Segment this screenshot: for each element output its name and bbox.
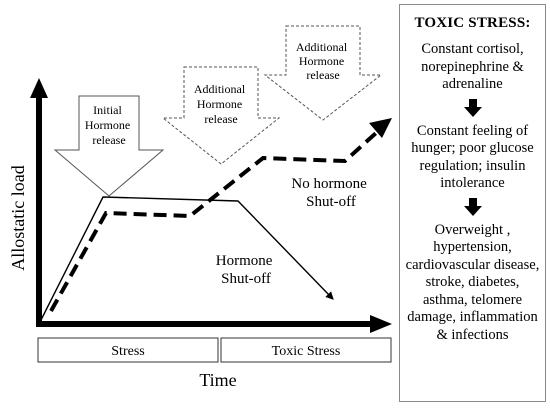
allostatic-load-diagram: Allostatic load Initial Hormone release …	[8, 25, 392, 390]
panel-item-outcomes: Overweight , hypertension, cardiovascula…	[405, 221, 540, 343]
no-shutoff-dashed-line	[49, 131, 378, 312]
x-axis-arrowhead	[370, 315, 392, 333]
phase-stress-box	[37, 337, 219, 363]
initial-release-label: Initial Hormone release	[85, 103, 133, 147]
no-shutoff-arrowhead	[369, 118, 392, 138]
x-axis-label: Time	[199, 370, 236, 390]
initial-release-arrow: Initial Hormone release	[53, 95, 165, 197]
additional-release-arrow-2: Additional Hormone release	[263, 25, 383, 121]
phase-toxic-stress-box	[220, 337, 392, 363]
toxic-stress-panel: TOXIC STRESS: Constant cortisol, norepin…	[399, 4, 546, 402]
phase-toxic-stress-label: Toxic Stress	[272, 344, 341, 359]
additional-release-arrow-1: Additional Hormone release	[161, 66, 281, 165]
down-arrow-icon	[463, 197, 482, 216]
panel-item-hunger: Constant feeling of hunger; poor glucose…	[411, 122, 534, 192]
phase-stress-label: Stress	[111, 344, 144, 359]
y-axis-label: Allostatic load	[8, 165, 28, 270]
shutoff-line	[40, 196, 334, 321]
additional-release-label-2: Additional Hormone release	[296, 40, 350, 82]
phase-bar: Stress Toxic Stress	[37, 337, 392, 363]
y-axis-arrowhead	[30, 78, 48, 98]
shutoff-label: Hormone Shut-off	[216, 253, 276, 287]
down-arrow-icon	[463, 98, 482, 117]
no-shutoff-label: No hormone Shut-off	[291, 176, 370, 210]
panel-title: TOXIC STRESS:	[414, 15, 531, 31]
additional-release-label-1: Additional Hormone release	[194, 82, 248, 126]
panel-item-hormones: Constant cortisol, norepinephrine & adre…	[421, 41, 524, 92]
